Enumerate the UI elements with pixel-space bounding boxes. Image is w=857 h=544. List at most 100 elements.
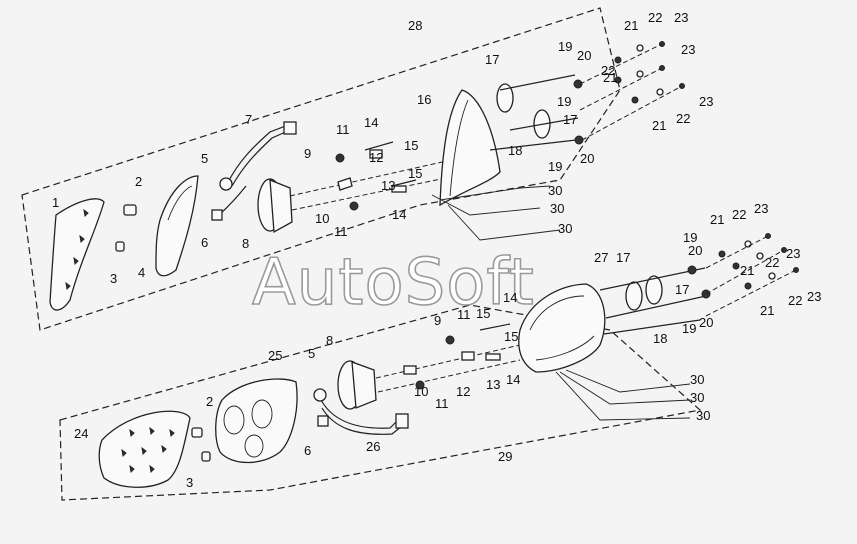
part-7-wiring-harness bbox=[211, 121, 297, 221]
callout: 14 bbox=[503, 290, 517, 305]
callout: 15 bbox=[404, 138, 418, 153]
callout: 10 bbox=[414, 384, 428, 399]
callout: 3 bbox=[110, 271, 117, 286]
callout: 17 bbox=[563, 112, 577, 127]
callout: 28 bbox=[408, 18, 422, 33]
callout: 23 bbox=[681, 42, 695, 57]
callout: 11 bbox=[457, 307, 471, 322]
callout: 4 bbox=[138, 265, 145, 280]
part-27-bezel bbox=[518, 283, 606, 373]
callout: 11 bbox=[334, 224, 348, 239]
callout: 23 bbox=[674, 10, 688, 25]
callout: 30 bbox=[558, 221, 572, 236]
callout: 7 bbox=[245, 112, 252, 127]
callout: 2 bbox=[206, 394, 213, 409]
part-24-lens bbox=[98, 410, 191, 488]
callout: 21 bbox=[710, 212, 724, 227]
callout: 3 bbox=[186, 475, 193, 490]
callout: 5 bbox=[308, 346, 315, 361]
top-assembly-boundary bbox=[21, 7, 621, 331]
callout: 14 bbox=[364, 115, 378, 130]
callout: 22 bbox=[648, 10, 662, 25]
callout: 2 bbox=[135, 174, 142, 189]
watermark-text: AutoSoft bbox=[252, 246, 535, 320]
callouts-bottom: 2 3 5 6 8 9 10 11 11 12 13 14 14 15 15 1… bbox=[74, 201, 821, 490]
part-26-wiring-harness bbox=[313, 388, 409, 435]
callout: 24 bbox=[74, 426, 88, 441]
callout: 23 bbox=[807, 289, 821, 304]
callout: 30 bbox=[548, 183, 562, 198]
callout: 15 bbox=[504, 329, 518, 344]
callout: 30 bbox=[550, 201, 564, 216]
callout: 21 bbox=[603, 70, 617, 85]
top-screws bbox=[489, 41, 685, 151]
callout: 10 bbox=[315, 211, 329, 226]
callout: 30 bbox=[690, 372, 704, 387]
callout: 8 bbox=[326, 333, 333, 348]
part-25-housing bbox=[215, 378, 298, 464]
callout: 21 bbox=[760, 303, 774, 318]
callout: 13 bbox=[381, 178, 395, 193]
part-3-bulb bbox=[115, 241, 125, 252]
part-5-socket bbox=[219, 177, 233, 191]
bottom-30-leaders bbox=[555, 369, 691, 421]
callout: 19 bbox=[682, 321, 696, 336]
callout: 17 bbox=[485, 52, 499, 67]
callouts-top: 1 2 3 4 5 6 7 8 9 10 11 11 12 13 14 14 1… bbox=[52, 10, 713, 286]
callout: 21 bbox=[740, 263, 754, 278]
callout: 26 bbox=[366, 439, 380, 454]
callout: 17 bbox=[675, 282, 689, 297]
callout: 22 bbox=[601, 63, 615, 78]
callout: 19 bbox=[557, 94, 571, 109]
callout: 29 bbox=[498, 449, 512, 464]
callout: 19 bbox=[558, 39, 572, 54]
callout: 21 bbox=[624, 18, 638, 33]
callout: 16 bbox=[417, 92, 431, 107]
part-2-bulb-bottom bbox=[191, 427, 203, 438]
callout: 8 bbox=[242, 236, 249, 251]
part-8-housing-bottom bbox=[337, 360, 377, 410]
top-fasteners bbox=[289, 141, 461, 211]
bottom-screws bbox=[599, 233, 799, 335]
callout: 12 bbox=[456, 384, 470, 399]
callout: 25 bbox=[268, 348, 282, 363]
part-17-lens-bottom bbox=[625, 275, 663, 311]
callout: 13 bbox=[486, 377, 500, 392]
callout: 5 bbox=[201, 151, 208, 166]
callout: 27 bbox=[594, 250, 608, 265]
callout: 18 bbox=[508, 143, 522, 158]
callout: 30 bbox=[690, 390, 704, 405]
callout: 22 bbox=[732, 207, 746, 222]
callout: 15 bbox=[476, 306, 490, 321]
callout: 1 bbox=[52, 195, 59, 210]
bottom-fasteners bbox=[375, 323, 521, 393]
callout: 6 bbox=[304, 443, 311, 458]
callout: 20 bbox=[577, 48, 591, 63]
callout: 20 bbox=[580, 151, 594, 166]
callout: 18 bbox=[653, 331, 667, 346]
callout: 17 bbox=[616, 250, 630, 265]
callout: 30 bbox=[696, 408, 710, 423]
callout: 19 bbox=[548, 159, 562, 174]
callout: 23 bbox=[754, 201, 768, 216]
part-16-bezel bbox=[439, 89, 501, 207]
callout: 14 bbox=[392, 207, 406, 222]
callout: 22 bbox=[676, 111, 690, 126]
part-8-housing bbox=[257, 178, 293, 234]
callout: 9 bbox=[304, 146, 311, 161]
callout: 14 bbox=[506, 372, 520, 387]
part-4-housing bbox=[155, 175, 199, 277]
part-2-bulb bbox=[123, 204, 137, 216]
callout: 20 bbox=[699, 315, 713, 330]
callout: 22 bbox=[788, 293, 802, 308]
callout: 19 bbox=[683, 230, 697, 245]
part-1-lens bbox=[49, 198, 105, 311]
callout: 15 bbox=[408, 166, 422, 181]
callout: 11 bbox=[336, 122, 350, 137]
callout: 11 bbox=[435, 396, 449, 411]
callout: 12 bbox=[369, 150, 383, 165]
callout: 23 bbox=[786, 246, 800, 261]
bottom-assembly-boundary bbox=[59, 304, 702, 501]
part-3-bulb-bottom bbox=[201, 451, 211, 462]
